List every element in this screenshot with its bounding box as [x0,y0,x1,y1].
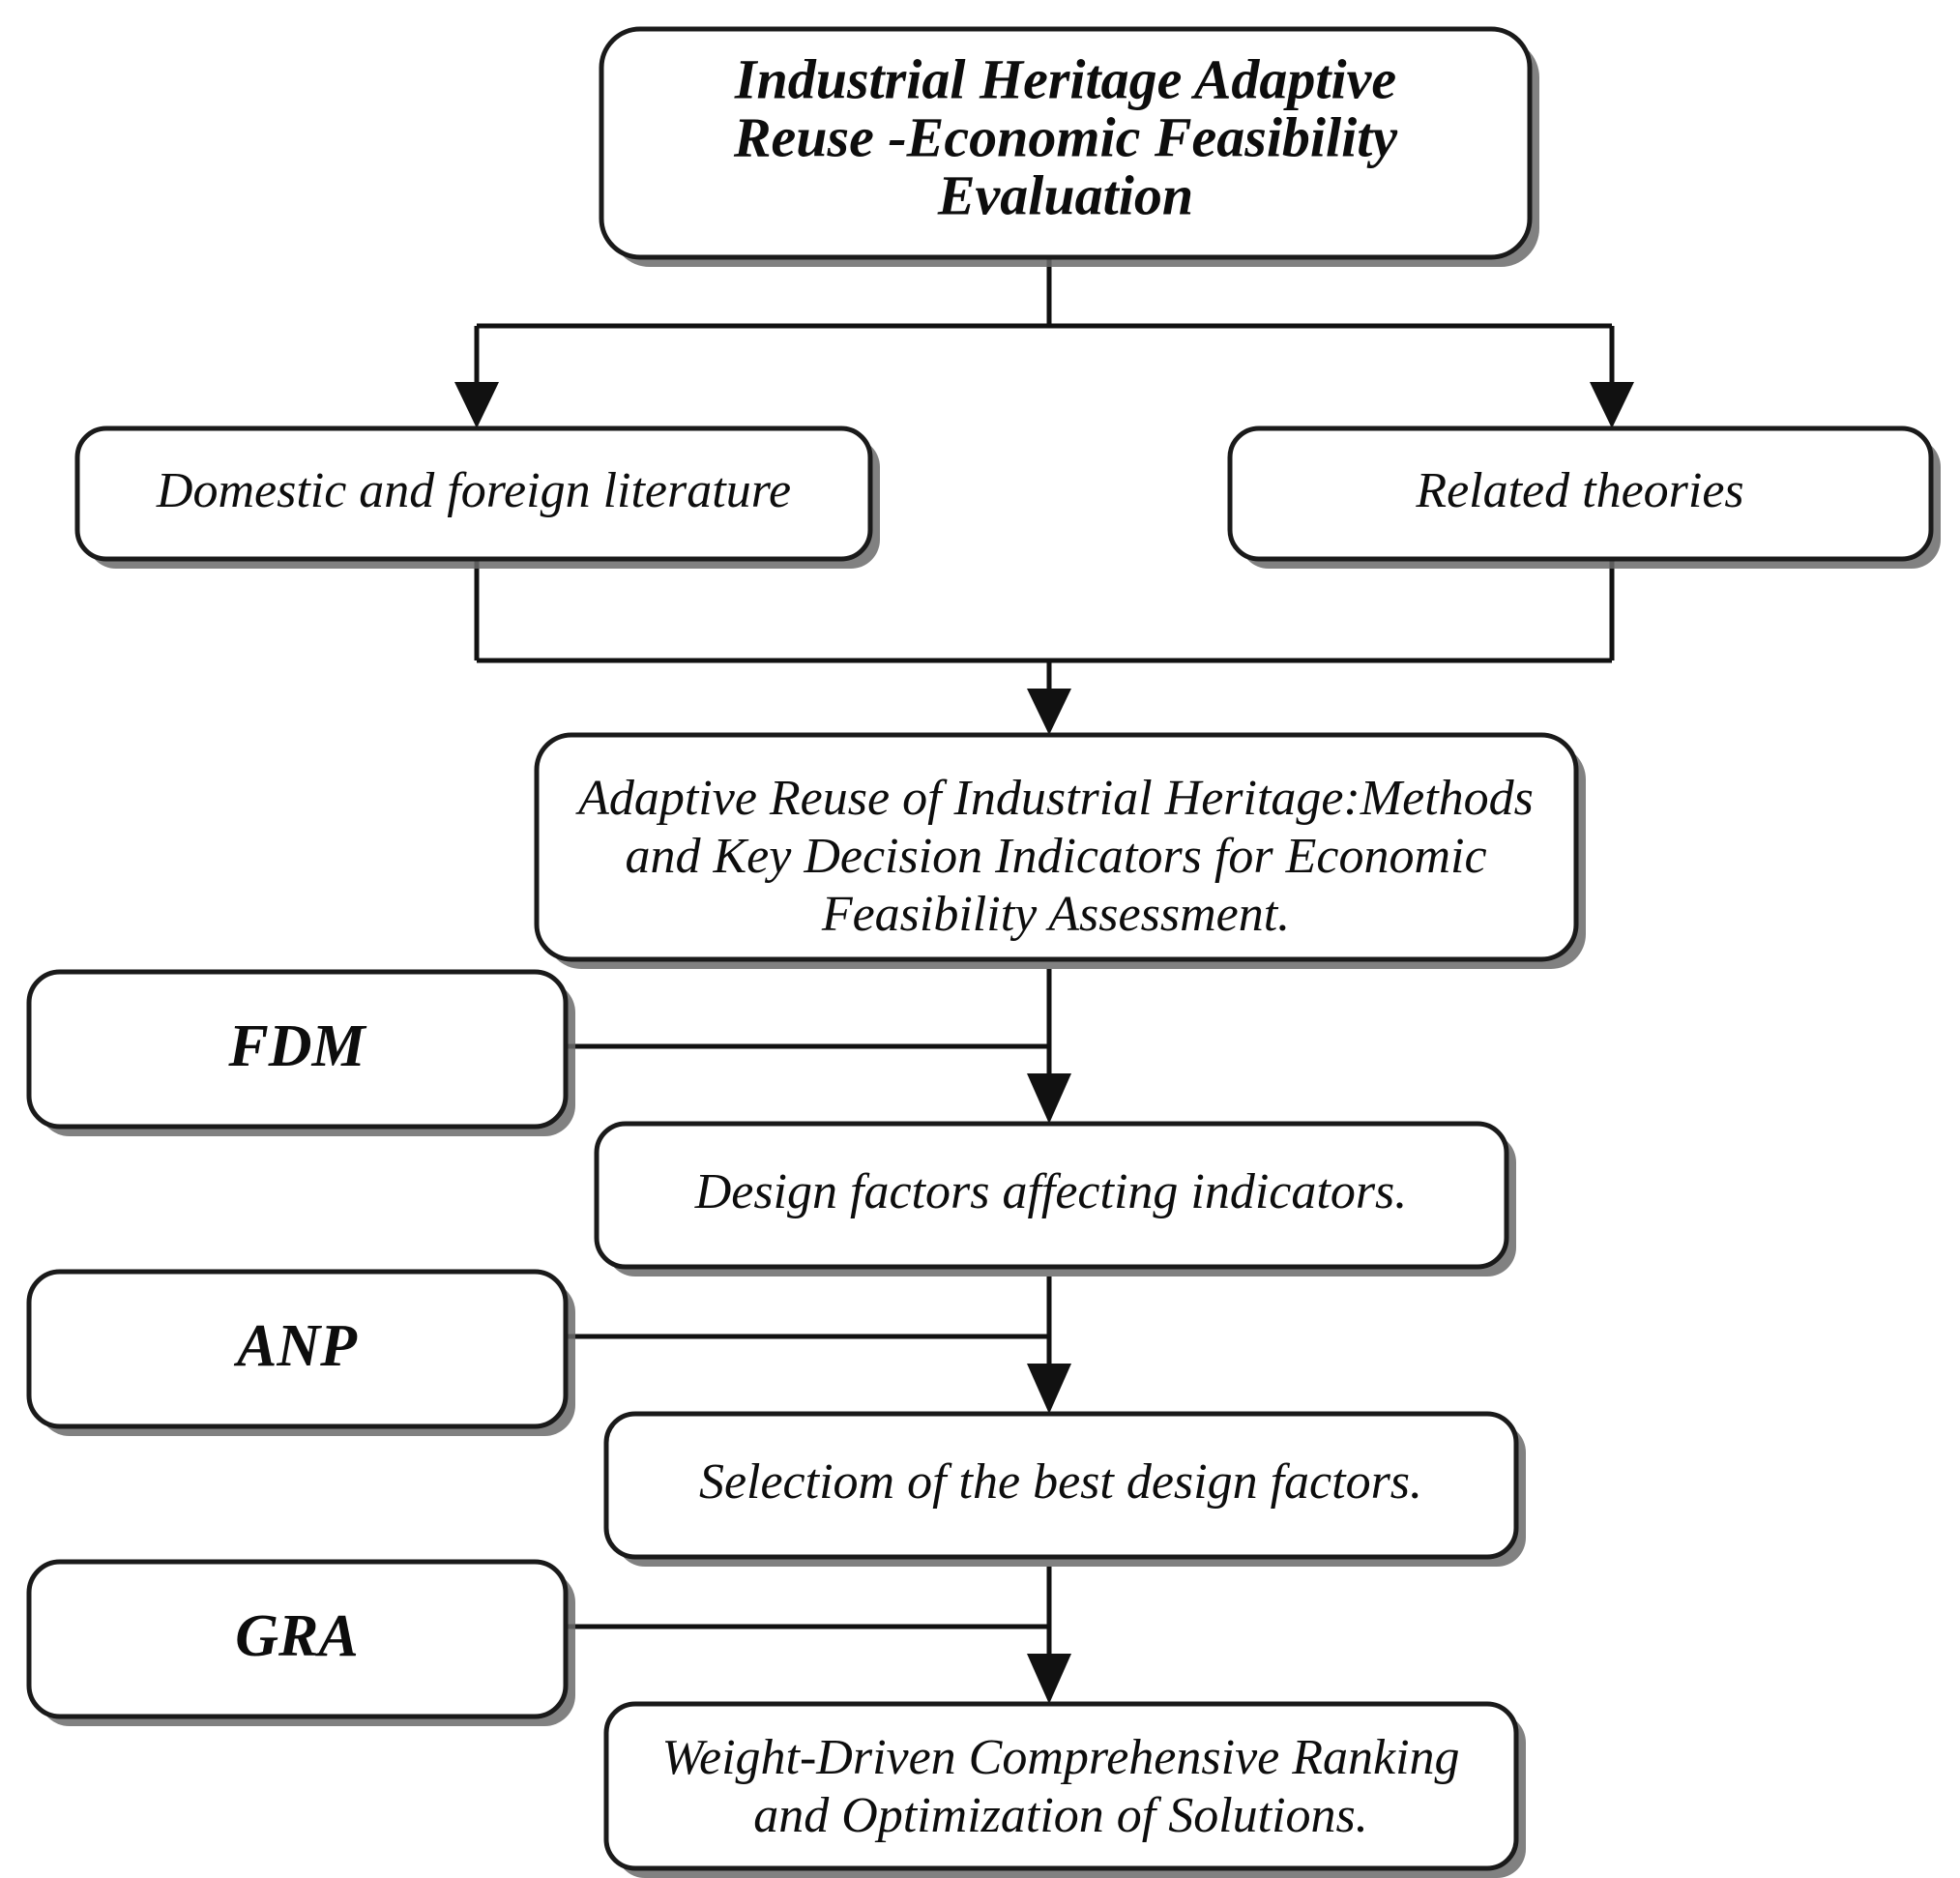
node-root-box [599,26,1533,260]
node-theories-label: Related theories [1415,463,1743,518]
node-ranking-box [603,1701,1519,1871]
node-anp-box [26,1269,569,1429]
node-synthesis-line-3: Feasibility Assessment. [821,887,1290,942]
arrow-head-to-ranking [1027,1654,1071,1704]
arrow-head-to-synthesis [1027,689,1071,735]
node-design-factors-label: Design factors affecting indicators. [694,1164,1408,1219]
arrow-head-to-design-factors [1027,1073,1071,1124]
connector-layer [454,259,1634,1704]
node-synthesis[interactable]: Adaptive Reuse of Industrial Heritage:Me… [534,732,1586,969]
node-design-factors[interactable]: Design factors affecting indicators. [594,1121,1516,1276]
node-synthesis-line-2: and Key Decision Indicators for Economic [625,829,1486,884]
node-theories[interactable]: Related theories [1227,425,1941,569]
arrow-head-to-theories [1590,382,1634,428]
node-root-line-2: Reuse -Economic Feasibility [733,105,1398,168]
node-synthesis-line-1: Adaptive Reuse of Industrial Heritage:Me… [575,771,1534,826]
node-literature-label: Domestic and foreign literature [156,463,791,518]
node-selection[interactable]: Selectiom of the best design factors. [603,1411,1526,1567]
node-theories-box [1227,425,1934,562]
node-ranking-line-2: and Optimization of Solutions. [753,1788,1368,1843]
node-fdm-box [26,969,569,1130]
node-fdm-label: FDM [227,1013,366,1079]
node-gra-label: GRA [235,1603,358,1669]
node-anp-label: ANP [233,1313,358,1379]
node-fdm[interactable]: FDM [26,969,575,1136]
node-root[interactable]: Industrial Heritage Adaptive Reuse -Econ… [599,26,1539,267]
node-ranking[interactable]: Weight-Driven Comprehensive Ranking and … [603,1701,1526,1878]
node-gra[interactable]: GRA [26,1559,575,1726]
node-root-line-3: Evaluation [937,163,1193,226]
arrow-head-to-selection [1027,1364,1071,1414]
node-anp[interactable]: ANP [26,1269,575,1436]
node-selection-box [603,1411,1519,1560]
node-gra-box [26,1559,569,1719]
node-literature-box [74,425,873,562]
node-literature[interactable]: Domestic and foreign literature [74,425,880,569]
node-selection-label: Selectiom of the best design factors. [699,1454,1422,1510]
node-design-factors-box [594,1121,1509,1270]
node-synthesis-box [534,732,1579,962]
node-ranking-line-1: Weight-Driven Comprehensive Ranking [661,1730,1459,1785]
arrow-head-to-literature [454,382,499,428]
node-root-line-1: Industrial Heritage Adaptive [734,47,1396,110]
